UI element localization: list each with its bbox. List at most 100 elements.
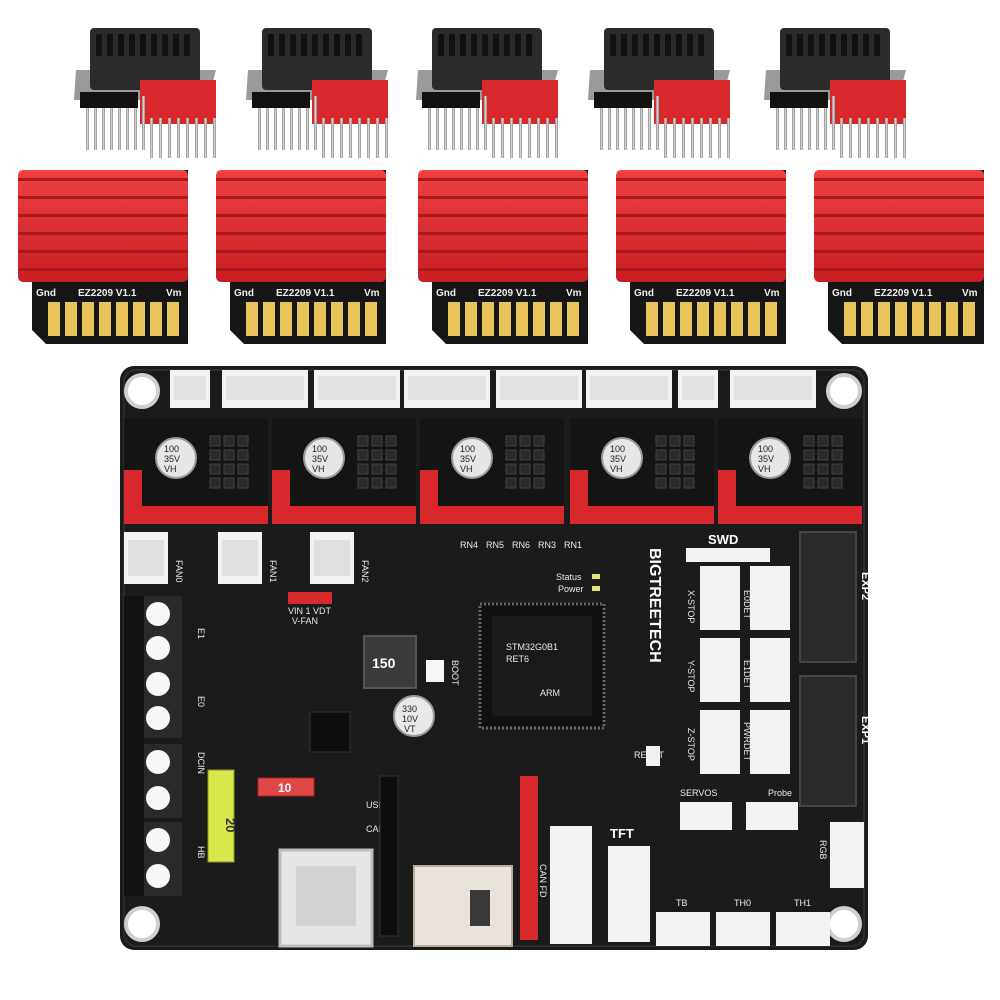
cap-label: VH [312,464,325,474]
rn-labels: RN4 RN5 RN6 RN3 RN1 Status Power [460,540,600,594]
heatsink-vm-label: Vm [364,288,380,299]
cap-label: 100 [312,444,327,454]
cap-label: 100 [610,444,625,454]
svg-text:Power: Power [558,584,584,594]
svg-text:Y-STOP: Y-STOP [686,660,696,693]
heatsink-vm-label: Vm [962,288,978,299]
terminal-e0-label: E0 [196,696,206,707]
cap-label: 35V [312,454,328,464]
cap2-line1: 330 [402,704,417,714]
heatsink-gnd-label: Gnd [634,288,654,299]
vin-vdt-label: VIN 1 VDT [288,606,332,616]
heatsink-gnd-label: Gnd [832,288,852,299]
screw-terminals: E1 E0 DCIN HB [124,596,206,896]
usb-label: USB [366,800,385,810]
svg-text:PWRDET: PWRDET [742,722,752,761]
motor-connector-row [170,370,816,408]
mounting-holes [124,373,862,942]
driver-modules-side-row [74,28,906,158]
cap-label: VH [164,464,177,474]
mcu-chip: STM32G0B1 RET6 ARM [478,602,606,730]
exp-headers: EXP2 EXP1 [799,531,871,807]
can-label: CAN [366,824,385,834]
mcu-line3: ARM [540,688,560,698]
cap-label: VH [758,464,771,474]
svg-text:RN5: RN5 [486,540,504,550]
driver-module-side [74,28,216,158]
sd-card-slot [413,865,513,947]
mcu-line1: STM32G0B1 [506,642,558,652]
cap-label: 35V [610,454,626,464]
svg-text:TH1: TH1 [794,898,811,908]
heatsink-model-label: EZ2209 V1.1 [276,288,335,299]
driver-heatsink-row: Gnd EZ2209 V1.1 Vm Gnd EZ2209 V1.1 Vm Gnd EZ220… [18,170,984,344]
driver-module-side [246,28,388,158]
cap-label: 100 [460,444,475,454]
heatsink-model-label: EZ2209 V1.1 [874,288,933,299]
thermistor-connectors: TB TH0 TH1 [656,898,830,946]
svg-text:RN6: RN6 [512,540,530,550]
heatsink-gnd-label: Gnd [36,288,56,299]
heatsink-gnd-label: Gnd [436,288,456,299]
mcu-line2: RET6 [506,654,529,664]
rgb-label: RGB [818,840,828,860]
boot-label: BOOT [450,660,460,686]
brand-label: BIGTREETECH [646,548,663,663]
heatsink-model-label: EZ2209 V1.1 [676,288,735,299]
cap2-line2: 10V [402,714,418,724]
fan0-label: FAN0 [174,560,184,583]
driver-heatsink: Gnd EZ2209 V1.1 Vm [616,170,786,344]
mainboard: 10035VVH10035VVH10035VVH10035VVH10035VVH… [120,366,871,950]
canfd-label: CAN FD [538,864,548,898]
driver-heatsink: Gnd EZ2209 V1.1 Vm [418,170,588,344]
svg-text:RN1: RN1 [564,540,582,550]
terminal-hb-label: HB [196,846,206,859]
svg-text:E0DET: E0DET [742,590,752,620]
cap-label: 100 [758,444,773,454]
svg-text:Z-STOP: Z-STOP [686,728,696,761]
cap2-line3: VT [404,724,416,734]
heatsink-vm-label: Vm [166,288,182,299]
heatsink-gnd-label: Gnd [234,288,254,299]
endstop-connectors: X-STOP Y-STOP Z-STOP E0DET E1DET PWRDET [686,566,790,774]
fuses: 10 20 [207,769,315,863]
svg-text:RN3: RN3 [538,540,556,550]
fan1-label: FAN1 [268,560,278,583]
terminal-dcin-label: DCIN [196,752,206,774]
probe-label: Probe [768,788,792,798]
reset-label: RESET [634,750,665,760]
driver-module-side [416,28,558,158]
svg-text:Status: Status [556,572,582,582]
cap-label: VH [460,464,473,474]
inductor-label: 150 [372,655,396,671]
fuse-big-label: 20 [223,818,238,832]
heatsink-model-label: EZ2209 V1.1 [478,288,537,299]
driver-module-side [588,28,730,158]
fuse-small-label: 10 [278,781,292,795]
driver-heatsink: Gnd EZ2209 V1.1 Vm [814,170,984,344]
usb-port: USB CAN [278,800,385,948]
swd-label: SWD [708,532,738,547]
driver-heatsink: Gnd EZ2209 V1.1 Vm [216,170,386,344]
svg-text:E1DET: E1DET [742,660,752,690]
exp2-label: EXP2 [859,572,871,600]
cap-label: 35V [460,454,476,464]
driver-module-side [764,28,906,158]
svg-text:TB: TB [676,898,688,908]
svg-text:TH0: TH0 [734,898,751,908]
cap-label: 35V [164,454,180,464]
terminal-e1-label: E1 [196,628,206,639]
fan-connectors: FAN0 FAN1 FAN2 [124,532,370,584]
svg-text:X-STOP: X-STOP [686,590,696,623]
inductor: 150 [363,635,417,689]
heatsink-vm-label: Vm [764,288,780,299]
heatsink-vm-label: Vm [566,288,582,299]
cap-label: VH [610,464,623,474]
capacitor-330: 330 10V VT [393,695,435,737]
